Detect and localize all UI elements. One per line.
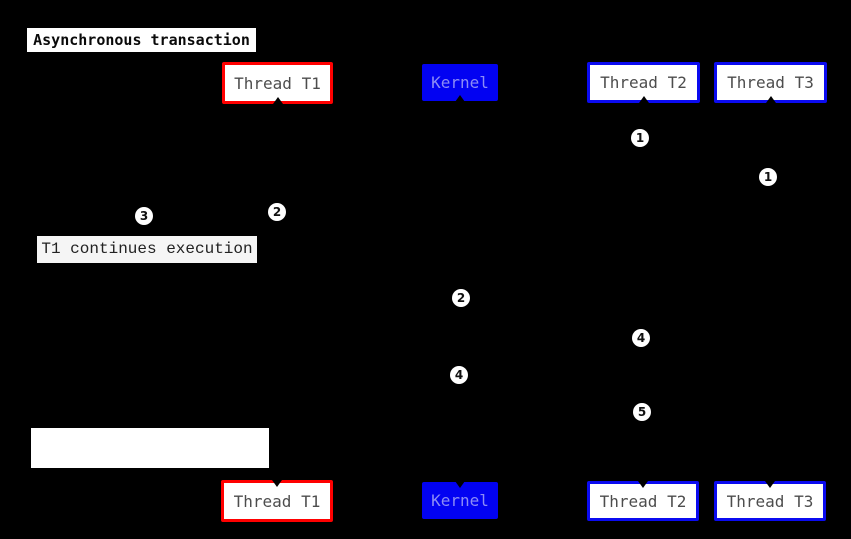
actor-thread-t3-bottom-label: Thread T3 <box>726 491 814 511</box>
actor-kernel-bottom-label: Kernel <box>431 491 489 510</box>
actor-thread-t1-top-label: Thread T1 <box>234 73 321 93</box>
actor-thread-t1-bottom: Thread T1 <box>221 480 333 522</box>
actor-kernel-top: Kernel <box>422 64 498 102</box>
lifeline-notch <box>455 481 465 488</box>
lifeline-notch <box>765 96 776 103</box>
lifeline-notch <box>272 480 282 487</box>
note-t1-continues-execution: T1 continues execution <box>37 236 257 263</box>
actor-thread-t2-top-label: Thread T2 <box>600 73 687 92</box>
sequence-number-marker: 1 <box>631 129 649 147</box>
actor-thread-t3-top-label: Thread T3 <box>727 73 814 92</box>
sequence-number-marker: 4 <box>450 366 468 384</box>
lifeline-notch <box>455 95 465 102</box>
lifeline-notch <box>765 481 775 488</box>
actor-kernel-top-label: Kernel <box>431 73 489 92</box>
sequence-number-marker: 5 <box>633 403 651 421</box>
sequence-number-marker: 3 <box>135 207 153 225</box>
lifeline-notch <box>638 96 649 103</box>
actor-kernel-bottom: Kernel <box>422 481 498 519</box>
actor-thread-t3-top: Thread T3 <box>714 62 827 103</box>
sequence-number-marker: 4 <box>632 329 650 347</box>
actor-thread-t2-top: Thread T2 <box>587 62 700 103</box>
actor-thread-t1-bottom-label: Thread T1 <box>233 491 321 511</box>
sequence-number-marker: 2 <box>452 289 470 307</box>
sequence-number-marker: 1 <box>759 168 777 186</box>
actor-thread-t2-bottom-label: Thread T2 <box>599 491 687 511</box>
diagram-title: Asynchronous transaction <box>27 28 256 52</box>
lifeline-notch <box>638 481 648 488</box>
actor-thread-t2-bottom: Thread T2 <box>587 481 699 521</box>
blank-note-box <box>31 428 269 468</box>
lifeline-notch <box>272 97 283 104</box>
actor-thread-t3-bottom: Thread T3 <box>714 481 826 521</box>
actor-thread-t1-top: Thread T1 <box>222 62 333 104</box>
sequence-number-marker: 2 <box>268 203 286 221</box>
